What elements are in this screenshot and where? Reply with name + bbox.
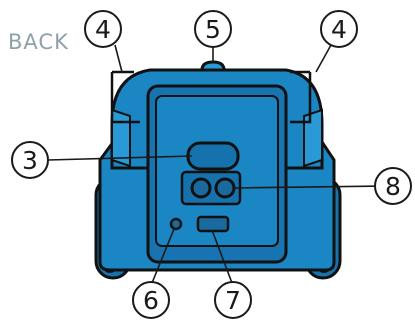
callout-3: 3	[11, 141, 49, 179]
view-label: BACK	[8, 30, 69, 54]
callout-4-left: 4	[84, 10, 122, 48]
callout-5: 5	[194, 10, 232, 48]
callout-number: 7	[225, 286, 241, 315]
callout-number: 4	[95, 15, 111, 44]
robot-body	[98, 60, 336, 272]
callout-7: 7	[214, 281, 252, 319]
callout-number: 3	[22, 146, 38, 175]
callout-number: 8	[385, 172, 401, 201]
leader-lines	[47, 44, 385, 284]
callout-number: 5	[205, 15, 221, 44]
callout-number: 6	[143, 286, 159, 315]
callout-number: 4	[331, 15, 347, 44]
callout-6: 6	[132, 281, 170, 319]
callout-4-right: 4	[320, 10, 358, 48]
callout-8: 8	[374, 167, 412, 205]
